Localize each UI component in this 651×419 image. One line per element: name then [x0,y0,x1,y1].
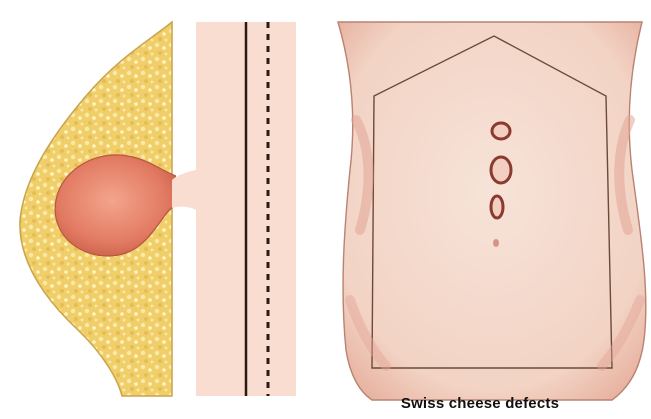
umbilicus-icon [493,239,499,247]
defect-ring-bottom [491,196,503,218]
caption: Swiss cheese defects [335,395,625,417]
defect-ring-middle [491,157,511,183]
defect-ring-top [492,123,510,139]
fascia-layer [172,22,296,396]
